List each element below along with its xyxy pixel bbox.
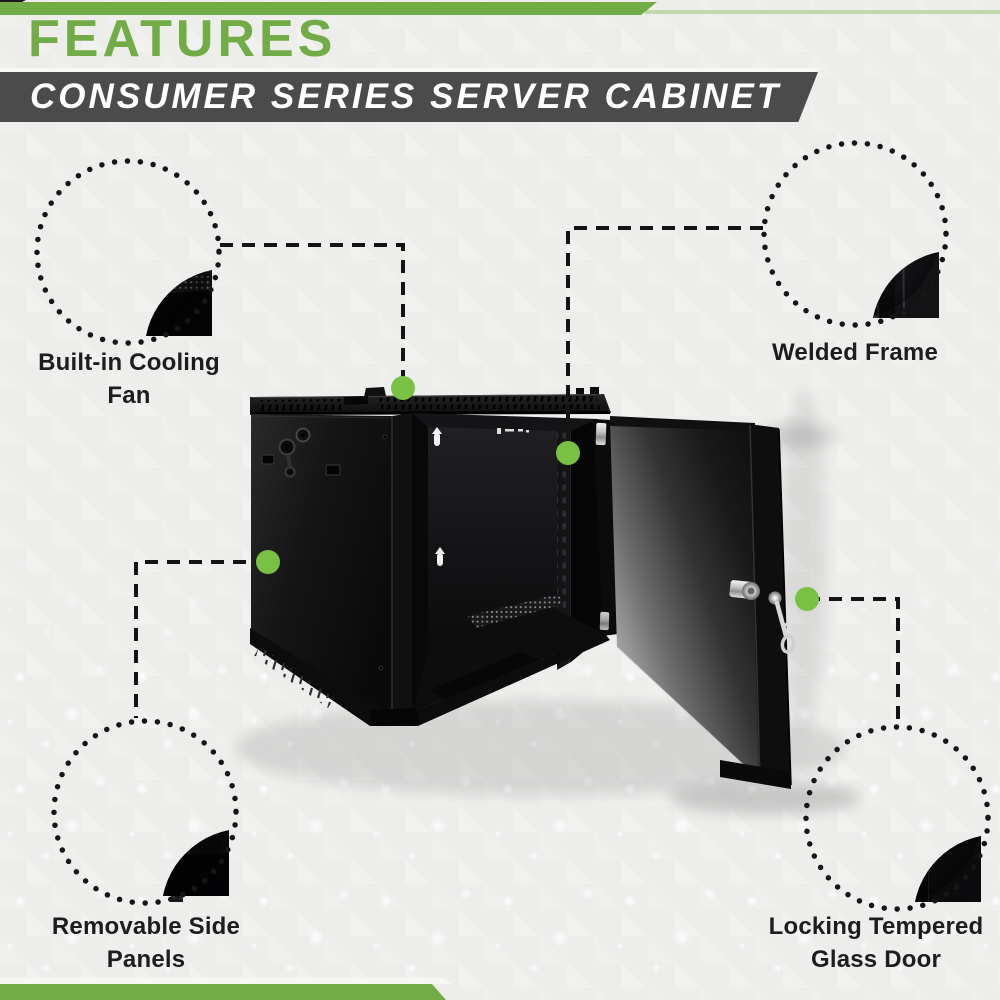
key [882, 807, 897, 826]
dotted-ring [761, 140, 949, 328]
top-accent-bar [0, 2, 657, 15]
dotted-ring [803, 724, 991, 912]
connector-dot-side-panels [256, 550, 280, 574]
cabinet-body [249, 387, 611, 726]
left-side-panel [251, 414, 392, 716]
door-key [774, 600, 789, 639]
banner-highlight [0, 68, 822, 72]
connector-dot-glass-door [795, 587, 819, 611]
door-hinge [595, 422, 607, 446]
connector-glass-door [807, 597, 900, 724]
welded-frame-photo [761, 140, 949, 328]
cooling-fan-photo [34, 158, 222, 346]
tempered-glass [610, 420, 764, 784]
base-vents [254, 646, 334, 708]
bottom-accent-highlight [0, 978, 452, 984]
page-subtitle: CONSUMER SERIES SERVER CABINET [30, 77, 782, 116]
feature-label-side-panels: Removable Side Panels [51, 913, 241, 973]
callout-welded-frame [755, 134, 955, 334]
glass-door-open [593, 416, 796, 789]
connector-welded-frame [566, 226, 763, 446]
fan-cutouts [53, 223, 201, 251]
bottom-accent-bar [0, 984, 446, 1000]
feature-label-welded-frame: Welded Frame [771, 339, 938, 366]
feature-label-glass-door: Locking Tempered Glass Door [768, 913, 984, 973]
feature-label-cooling-fan: Built-in Cooling Fan [38, 349, 220, 409]
brand-mark [497, 428, 529, 434]
wall-mount-slots [432, 427, 445, 566]
connector-dot-cooling-fan [391, 376, 415, 400]
connector-cooling-fan [220, 243, 405, 378]
page-title: FEATURES [28, 10, 337, 68]
dotted-ring [34, 158, 222, 346]
top-accent-thin-line [645, 10, 1000, 14]
connector-dot-welded-frame [556, 441, 580, 465]
lock-cylinder [873, 786, 894, 807]
callout-side-panels [45, 712, 245, 912]
connector-side-panels [134, 560, 268, 718]
dotted-ring [51, 718, 239, 906]
mounting-rail [557, 430, 571, 670]
side-panels-photo [51, 718, 239, 906]
floor-vent [468, 594, 564, 628]
callout-glass-door [797, 718, 997, 918]
subtitle-banner: CONSUMER SERIES SERVER CABINET [0, 72, 818, 122]
side-panel-key [284, 466, 296, 478]
glass-door-photo [803, 724, 991, 912]
callout-cooling-fan [28, 152, 228, 352]
